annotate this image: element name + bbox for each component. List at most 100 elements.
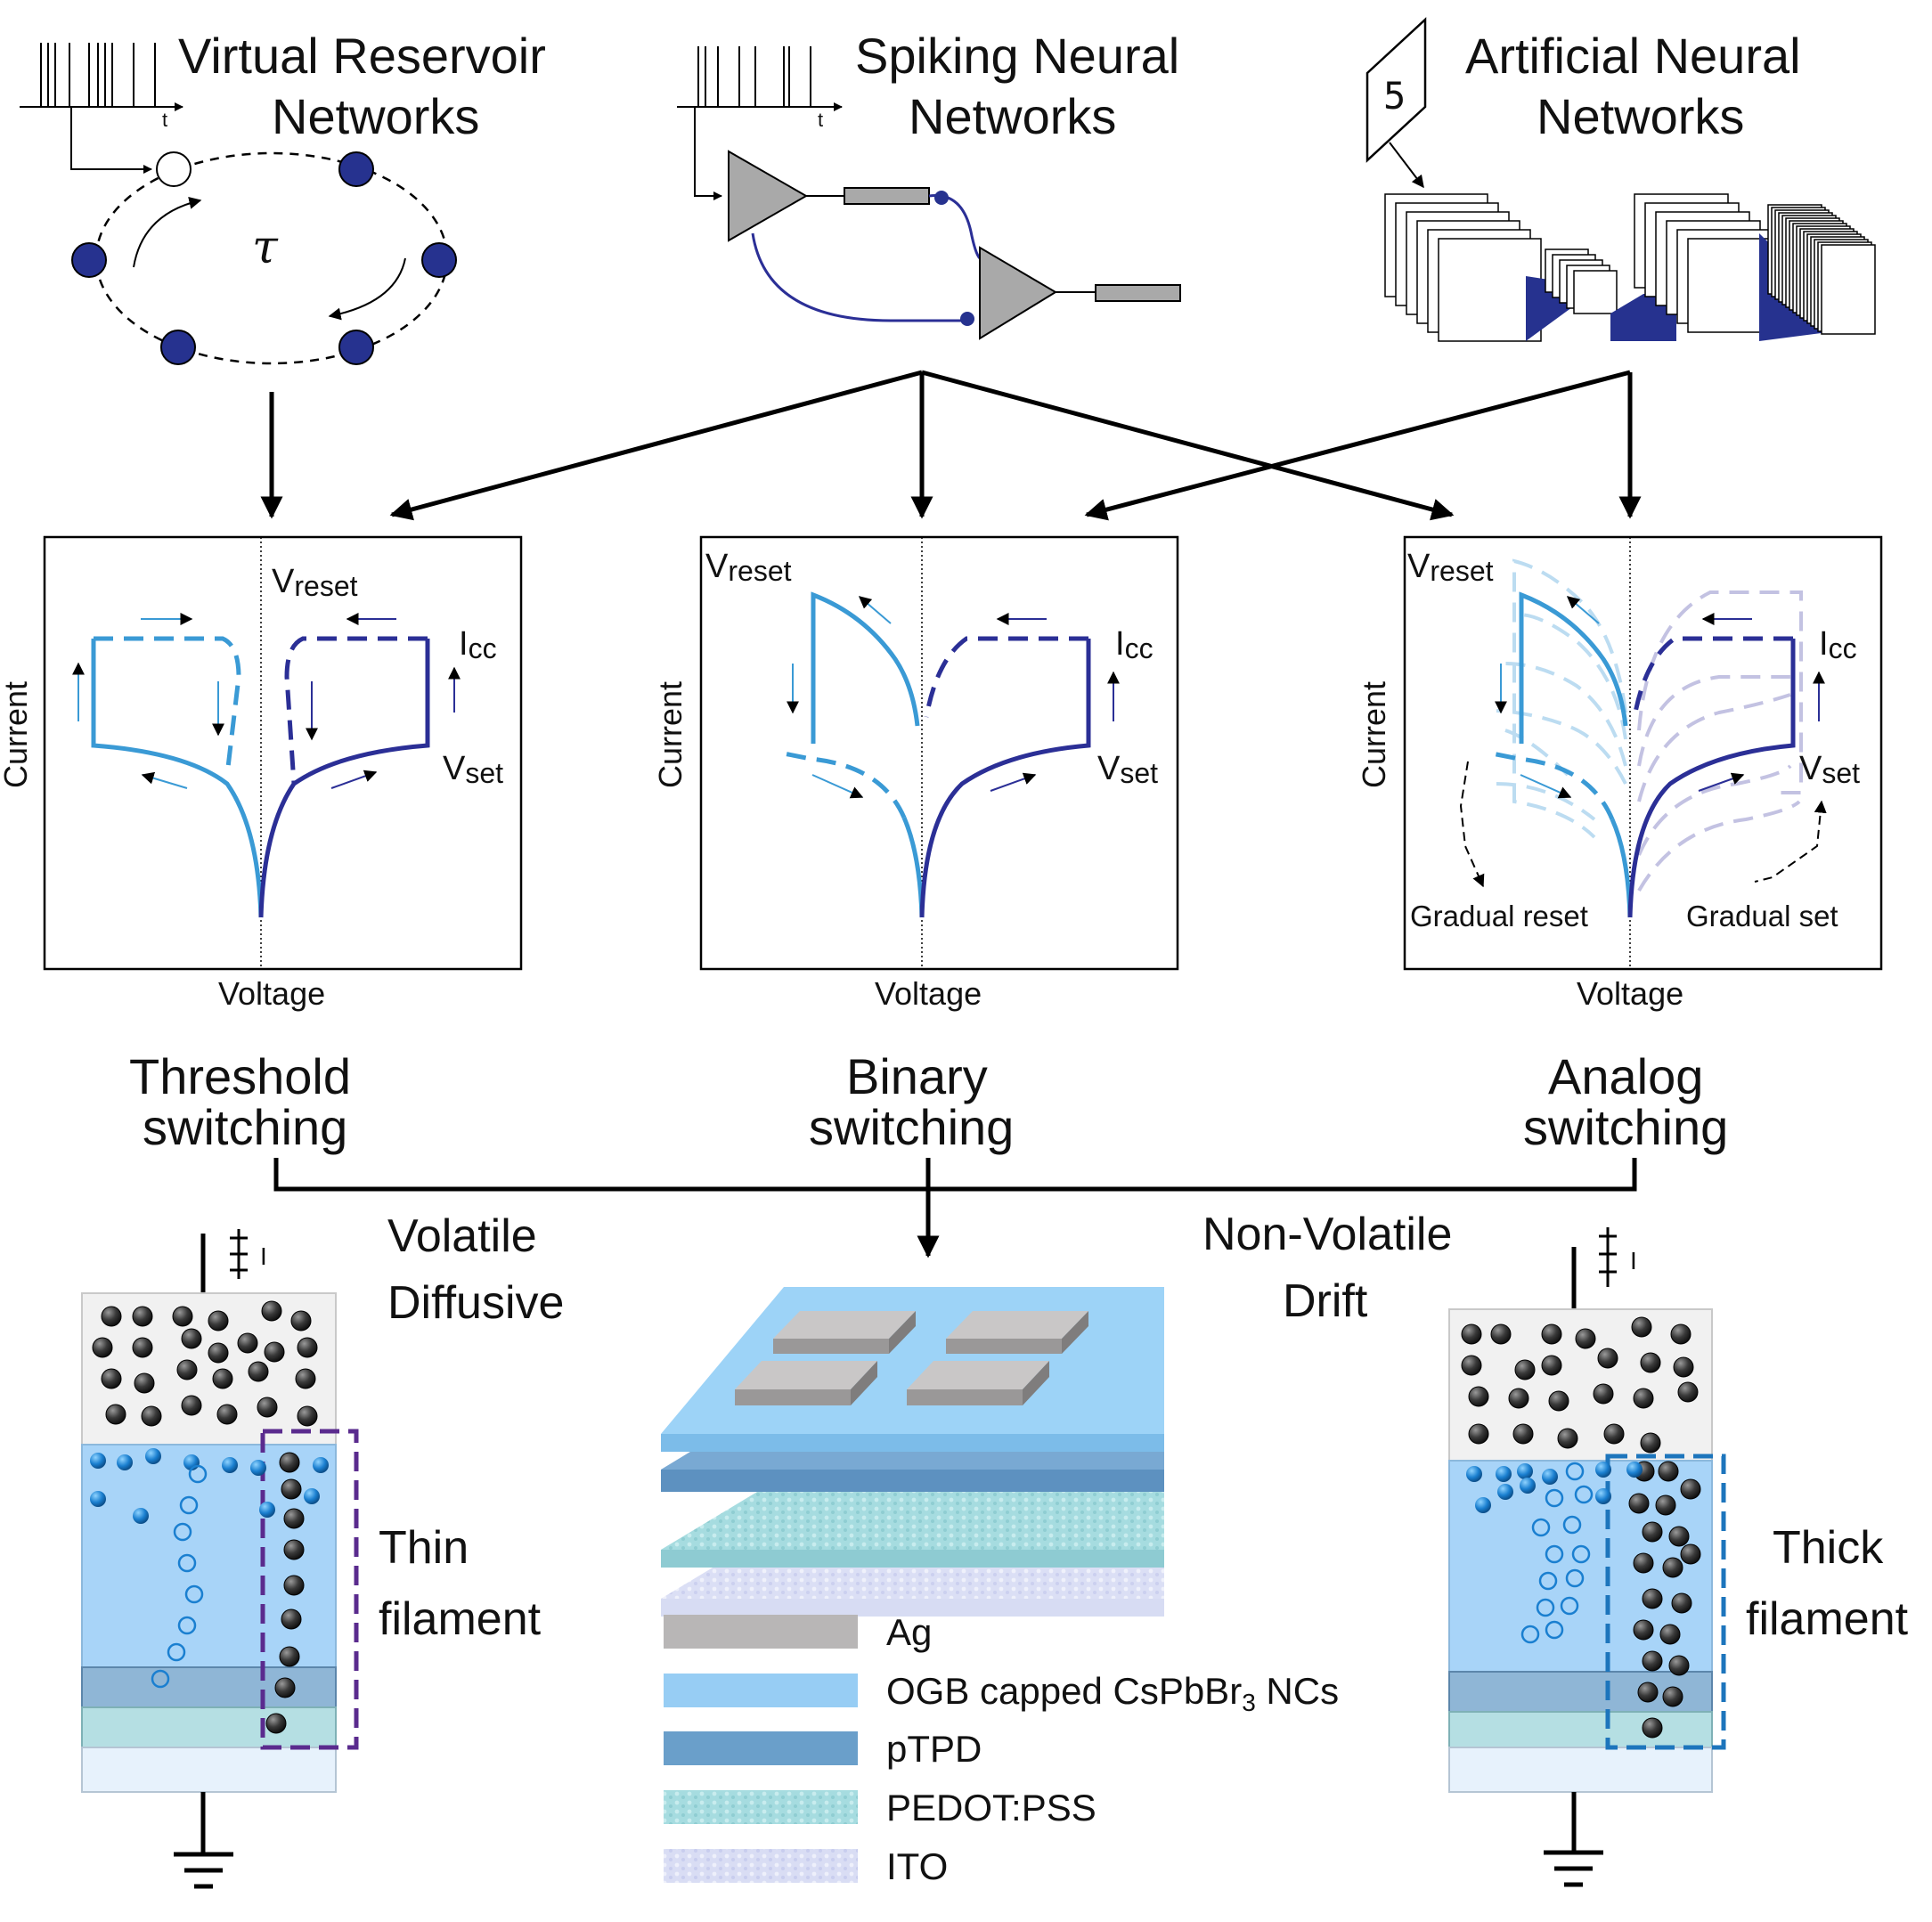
ion-vacancy	[1536, 1598, 1555, 1617]
thick-filament-box	[1605, 1454, 1726, 1750]
ion-vacancy	[1538, 1571, 1558, 1591]
ag-atom	[1512, 1423, 1534, 1445]
ag-atom	[281, 1608, 302, 1630]
legend-swatch-ag	[664, 1615, 858, 1649]
x-axis-label: Voltage	[1577, 975, 1683, 1012]
drift-label: Drift	[1283, 1275, 1368, 1327]
y-axis-label: Current	[1356, 681, 1392, 788]
ag-atom	[290, 1310, 312, 1332]
nonvolatile-label: Non-Volatile	[1202, 1209, 1452, 1260]
ag-atom	[1628, 1493, 1650, 1514]
ptpd-layer	[81, 1666, 337, 1708]
ion-vacancy	[151, 1669, 170, 1689]
spiking-panel: Spiking Neural Networks t	[677, 28, 1181, 340]
ag-atom	[1468, 1386, 1489, 1407]
legend-label-ptpd: pTPD	[886, 1728, 982, 1770]
device-stack	[661, 1287, 1164, 1617]
ag-atom	[1603, 1423, 1625, 1445]
thin-filament-box	[260, 1429, 359, 1750]
reservoir-node	[160, 330, 196, 365]
ag-atom	[134, 1372, 155, 1394]
ag-atom	[1490, 1323, 1512, 1345]
reservoir-node	[71, 242, 107, 278]
icc-label: Icc	[459, 625, 497, 664]
ag-atom	[1593, 1383, 1614, 1405]
current-label: I	[1630, 1247, 1637, 1275]
ag-ion	[304, 1488, 320, 1504]
binary-label-2: switching	[809, 1099, 1014, 1155]
icc-label: Icc	[1115, 625, 1153, 664]
diffusive-label: Diffusive	[387, 1277, 564, 1329]
ag-atom	[208, 1342, 229, 1364]
filament-label: filament	[379, 1593, 542, 1645]
ag-atom	[1642, 1650, 1663, 1672]
particles	[90, 1300, 329, 1734]
ag-atom	[208, 1310, 229, 1332]
vset-label: Vset	[443, 750, 503, 789]
ag-atom	[1597, 1348, 1618, 1369]
legend-label-ito: ITO	[886, 1845, 948, 1887]
ag-ion	[1626, 1462, 1643, 1478]
ito-layer	[81, 1747, 337, 1793]
ann-title-1: Artificial Neural	[1465, 28, 1801, 84]
ag-atom	[261, 1300, 282, 1322]
legend-label-pedot: PEDOT:PSS	[886, 1787, 1096, 1828]
ag-atom	[132, 1337, 153, 1358]
x-axis-label: Voltage	[875, 975, 982, 1012]
ag-atom	[105, 1404, 126, 1425]
ag-atom	[297, 1405, 318, 1427]
ag-atom	[279, 1452, 300, 1473]
ion-vacancy	[1565, 1568, 1585, 1588]
ion-vacancy	[179, 1495, 199, 1515]
tau-symbol: τ	[252, 221, 279, 274]
ag-atom	[274, 1677, 296, 1698]
ag-atom	[1662, 1557, 1683, 1578]
input-digit: 5	[1383, 74, 1406, 118]
ag-atom	[181, 1395, 202, 1416]
reservoir-flow-arrow	[328, 257, 406, 321]
reservoir-panel: Virtual Reservoir Networks t τ	[20, 28, 546, 365]
ag-atom	[1508, 1388, 1529, 1409]
ag-atom	[1662, 1686, 1683, 1707]
ag-atom	[1655, 1494, 1676, 1516]
ag-atom	[283, 1539, 305, 1560]
ag-atom	[1668, 1655, 1690, 1676]
ag-atom	[92, 1337, 113, 1358]
reservoir-time-label: t	[162, 109, 167, 131]
ito-layer	[1448, 1747, 1713, 1793]
input-image-icon	[1365, 17, 1427, 163]
ag-atom	[1640, 1352, 1661, 1373]
reservoir-input-node	[156, 151, 192, 187]
ag-atom	[1658, 1461, 1679, 1482]
ag-atom	[1659, 1624, 1681, 1645]
ag-atom	[1548, 1390, 1569, 1412]
layer-legend: Ag OGB capped CsPbBr3 NCs pTPD PEDOT:PSS…	[664, 1611, 1339, 1887]
ag-ion	[1475, 1497, 1491, 1513]
spiking-title-1: Spiking Neural	[855, 28, 1179, 84]
spike-train-icon	[677, 46, 843, 200]
ann-panel: Artificial Neural Networks 5	[1365, 17, 1876, 342]
ag-atom	[283, 1508, 305, 1529]
ag-atom	[279, 1646, 300, 1667]
ag-ion	[222, 1457, 238, 1473]
reservoir-node	[338, 151, 374, 187]
thick-label: Thick	[1773, 1522, 1884, 1574]
ion-vacancy	[1531, 1518, 1551, 1537]
vreset-label: Vreset	[1407, 548, 1494, 587]
feature-map	[1438, 238, 1542, 342]
thin-filament-device: I Thin filament	[81, 1229, 542, 1889]
gradual-set-label: Gradual set	[1686, 900, 1838, 932]
vreset-label: Vreset	[705, 548, 792, 587]
ion-vacancy	[177, 1553, 197, 1573]
ag-atom	[1575, 1328, 1596, 1349]
ag-atom	[176, 1359, 198, 1380]
feature-map	[1821, 244, 1876, 335]
ag-atom	[295, 1368, 316, 1389]
ground-icon	[1544, 1850, 1603, 1887]
ag-atom	[1677, 1381, 1699, 1403]
faded-set-curves	[1637, 590, 1803, 892]
ag-atom	[1633, 1552, 1654, 1574]
ag-atom	[1631, 1316, 1652, 1338]
reservoir-flow-arrow	[133, 197, 202, 268]
